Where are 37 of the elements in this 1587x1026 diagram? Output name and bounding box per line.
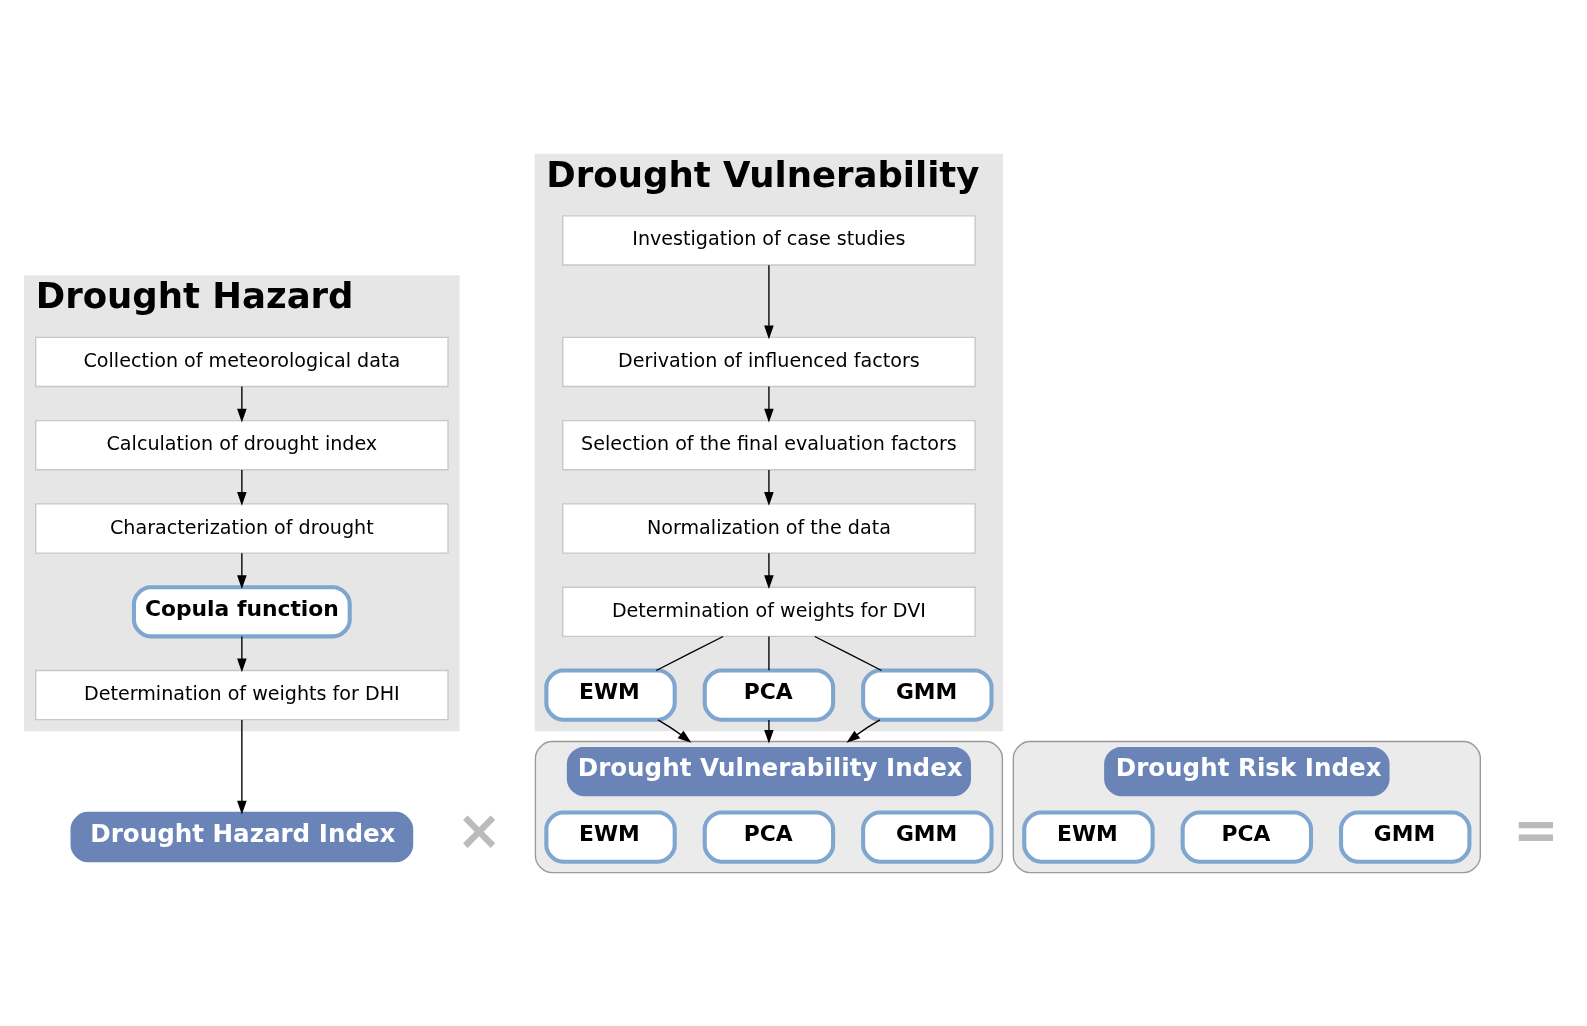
node-box: Investigation of case studies [562, 214, 976, 266]
arrow [764, 552, 774, 589]
connector [655, 635, 724, 671]
node-box: Copula function [131, 584, 352, 638]
node-box: Collection of meteorological data [35, 336, 449, 387]
arrow [237, 385, 247, 422]
node-box: PCA [1180, 810, 1314, 864]
arrow [764, 385, 774, 422]
node-box: Normalization of the data [562, 502, 976, 554]
arrow [764, 718, 774, 744]
node-box: Drought Hazard Index [70, 811, 414, 862]
node-box: EWM [1022, 810, 1155, 864]
node-box: EWM [544, 810, 677, 864]
label: × [456, 797, 502, 862]
node-box: GMM [861, 668, 994, 722]
node-box: PCA [702, 668, 836, 722]
arrow [237, 718, 247, 815]
connector [768, 635, 770, 671]
connector [814, 635, 883, 671]
node-box: Characterization of drought [35, 502, 449, 554]
node-box: Calculation of drought index [35, 419, 449, 470]
arrow [846, 718, 881, 743]
arrow [764, 468, 774, 506]
arrow [657, 718, 692, 743]
node-box: PCA [702, 810, 836, 864]
label: = [1513, 797, 1559, 862]
arrow [764, 264, 774, 339]
node-box: GMM [1339, 810, 1472, 864]
arrow [237, 635, 247, 672]
node-box: Selection of the final evaluation factors [562, 419, 976, 470]
node-box: GMM [861, 810, 994, 864]
node-box: EWM [544, 668, 677, 722]
node-box: Determination of weights for DHI [35, 669, 449, 720]
node-box: Determination of weights for DVI [562, 586, 976, 637]
arrow [237, 468, 247, 506]
node-box: Derivation of influenced factors [562, 336, 976, 387]
arrow [237, 552, 247, 589]
